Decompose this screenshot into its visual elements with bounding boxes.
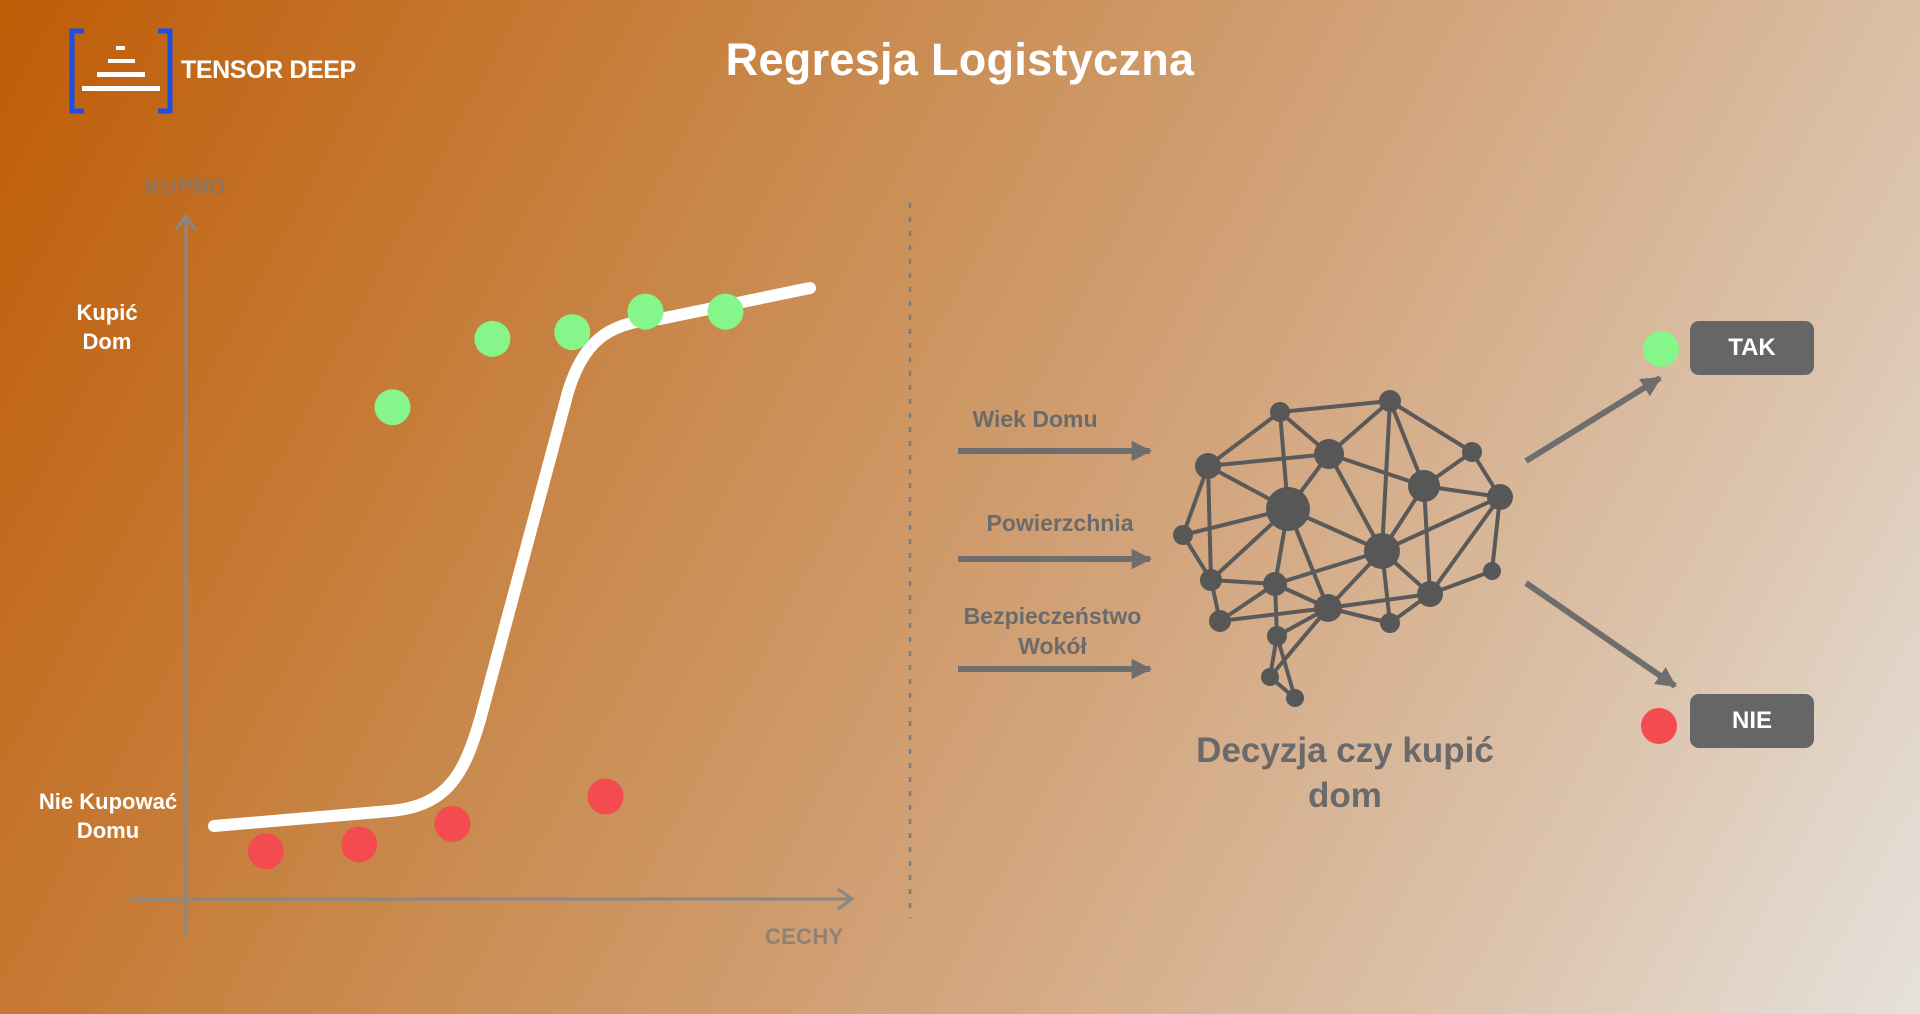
point-buy-4 <box>707 293 744 330</box>
network-node-17 <box>1380 613 1400 633</box>
network-edge-47 <box>1275 635 1297 699</box>
logo-mark-icon <box>69 28 173 114</box>
network-edge-39 <box>1327 592 1431 610</box>
network-edge-7 <box>1380 400 1392 552</box>
network-node-4 <box>1462 442 1482 462</box>
network-edge-14 <box>1327 453 1384 552</box>
network-edge-41 <box>1219 606 1329 623</box>
point-buy-1 <box>474 320 511 357</box>
category-label-top: Kupić Dom <box>76 300 138 354</box>
page-title: Regresja Logistyczna <box>725 34 1195 85</box>
network-edge-19 <box>1422 485 1432 595</box>
network-edge-29 <box>1274 549 1383 586</box>
network-node-10 <box>1200 569 1222 591</box>
network-edge-25 <box>1428 495 1502 596</box>
logo <box>68 27 174 115</box>
point-buy-0 <box>374 389 411 426</box>
network-node-7 <box>1487 484 1513 510</box>
network-node-15 <box>1314 594 1342 622</box>
network-edge-27 <box>1381 495 1501 553</box>
y-axis-title: KUPNO <box>145 174 226 199</box>
network-node-0 <box>1270 402 1290 422</box>
network-node-18 <box>1261 668 1279 686</box>
output-arrow-yes <box>1524 375 1662 464</box>
point-not-buy-1 <box>341 826 378 863</box>
output-box-no: NIE <box>1690 694 1814 748</box>
x-axis-title: CECHY <box>765 924 844 949</box>
chart-points <box>247 293 744 870</box>
network-caption: Decyzja czy kupić dom <box>1196 731 1494 815</box>
network-edge-5 <box>1388 399 1474 454</box>
output-box-yes: TAK <box>1690 321 1814 375</box>
point-not-buy-3 <box>587 778 624 815</box>
network-edge-44 <box>1268 606 1330 679</box>
network-node-8 <box>1173 525 1193 545</box>
network-node-5 <box>1408 470 1440 502</box>
output-dot-no <box>1641 708 1677 744</box>
network-node-1 <box>1379 390 1401 412</box>
output-dot-yes <box>1643 331 1679 367</box>
network-edge-1 <box>1206 410 1282 468</box>
network-node-13 <box>1483 562 1501 580</box>
neural-network-icon <box>1173 390 1513 707</box>
category-label-bottom: Nie Kupować Domu <box>38 789 178 843</box>
network-edge-12 <box>1328 452 1425 488</box>
output-arrow-no <box>1524 580 1677 689</box>
network-edge-8 <box>1207 452 1330 468</box>
point-not-buy-2 <box>434 805 471 842</box>
input-label-wiek-domu: Wiek Domu <box>972 406 1098 432</box>
network-node-3 <box>1314 439 1344 469</box>
network-node-11 <box>1263 572 1287 596</box>
input-arrows <box>958 440 1153 680</box>
network-node-14 <box>1209 610 1231 632</box>
logo-text: TENSOR DEEP <box>181 56 356 84</box>
chart-axes <box>130 213 855 935</box>
network-node-6 <box>1266 487 1310 531</box>
network-node-16 <box>1267 626 1287 646</box>
y-axis-arrowhead <box>174 213 198 231</box>
network-node-19 <box>1286 689 1304 707</box>
x-axis-arrowhead <box>837 887 855 911</box>
input-label-powierzchnia: Powierzchnia <box>986 510 1134 536</box>
network-node-9 <box>1364 533 1400 569</box>
network-node-2 <box>1195 453 1221 479</box>
network-edge-0 <box>1279 399 1391 414</box>
network-edge-11 <box>1206 465 1213 581</box>
point-buy-3 <box>627 293 664 330</box>
sigmoid-curve <box>208 282 816 832</box>
point-not-buy-0 <box>247 833 284 870</box>
point-buy-2 <box>554 314 591 351</box>
network-node-12 <box>1417 581 1443 607</box>
input-label-bezpieczenstwo: Bezpieczeństwo Wokół <box>963 603 1142 659</box>
